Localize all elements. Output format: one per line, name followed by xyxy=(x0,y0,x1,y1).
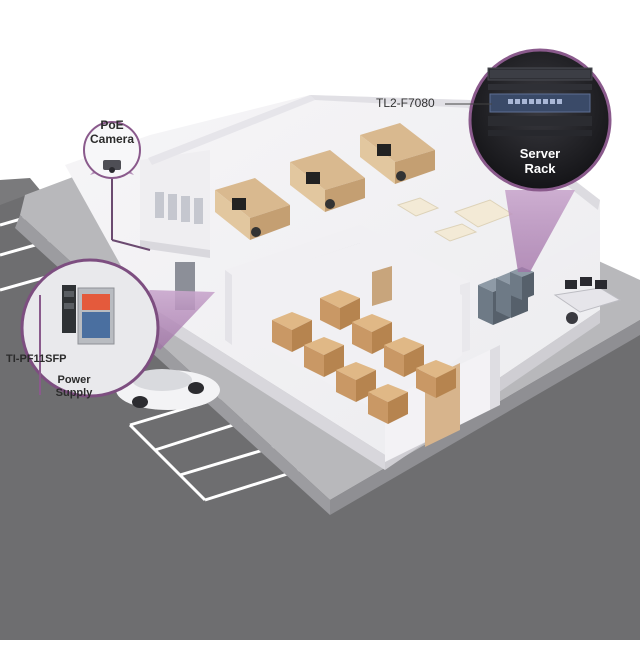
server-rack-label: Server Rack xyxy=(510,146,570,176)
power-supply-label-line1: Power xyxy=(44,374,104,387)
poe-camera-label-line1: PoE xyxy=(82,118,142,132)
server-rack-label-line2: Rack xyxy=(510,161,570,176)
switch-model-label: TL2-F7080 xyxy=(376,96,435,110)
server-rack-label-line1: Server xyxy=(510,146,570,161)
poe-camera-label: PoE Camera xyxy=(82,118,142,146)
rack-units xyxy=(488,68,592,136)
warehouse-door xyxy=(372,266,392,306)
poe-camera-label-line2: Camera xyxy=(82,132,142,146)
power-supply-label: Power Supply xyxy=(44,374,104,400)
converter-model-label: TI-PF11SFP xyxy=(6,352,67,366)
power-supply-label-line2: Supply xyxy=(44,387,104,400)
